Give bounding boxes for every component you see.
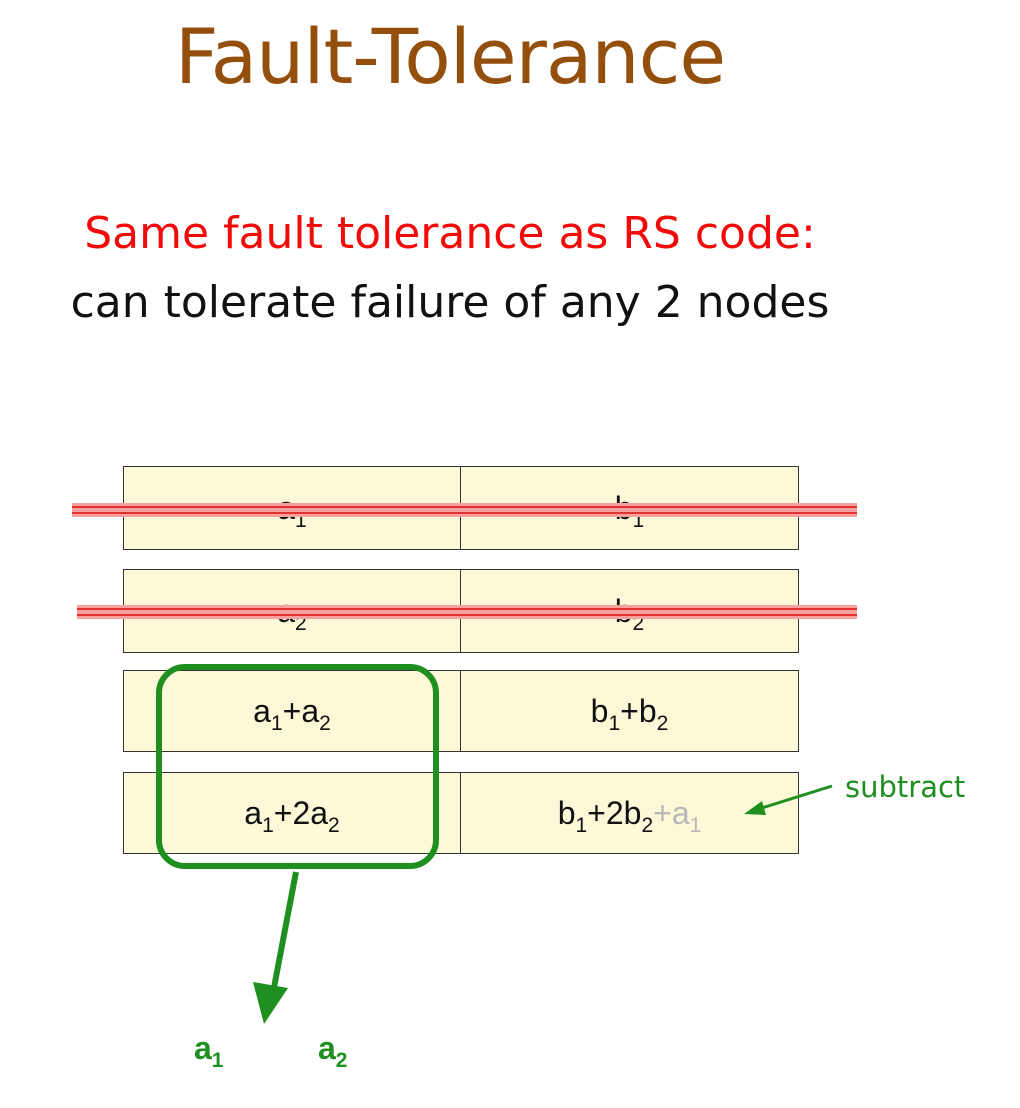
decoded-a1: a1	[194, 1030, 224, 1072]
subtract-arrow-head	[744, 801, 766, 815]
page-title: Fault-Tolerance	[174, 12, 726, 101]
decoded-a2: a2	[318, 1030, 348, 1072]
ghost-term: +a1	[653, 794, 702, 837]
subtract-label: subtract	[845, 770, 966, 804]
decode-arrow-head	[253, 982, 288, 1024]
subtitle-red: Same fault tolerance as RS code:	[84, 208, 816, 259]
cell-text: a1+2a2	[244, 794, 340, 837]
node4-cell-b: b1+2b2+a1	[460, 772, 799, 854]
failed-node2-strike	[77, 605, 857, 619]
cell-text: b1+2b2+a1	[557, 794, 702, 837]
cell-text: a1+a2	[253, 692, 331, 735]
subtract-arrow-shaft	[761, 784, 833, 810]
node3-cell-b: b1+b2	[460, 670, 799, 752]
node4-cell-a: a1+2a2	[123, 772, 461, 854]
cell-text: b1+b2	[590, 692, 669, 735]
decode-arrow-shaft	[269, 871, 299, 999]
selection-box	[156, 664, 439, 869]
subtitle-black: can tolerate failure of any 2 nodes	[70, 277, 830, 328]
failed-node1-strike	[72, 503, 857, 517]
